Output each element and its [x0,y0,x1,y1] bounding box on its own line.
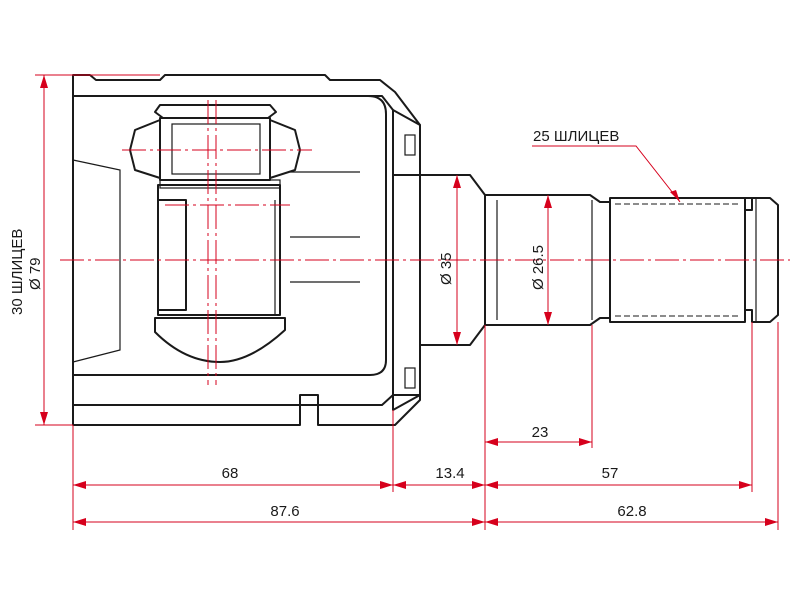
housing-slot-lower [404,367,416,389]
needle-bearing-upper [159,117,271,181]
spider-top-patch [159,179,281,189]
arrow-68-left [73,481,86,489]
housing-top-wall [72,74,421,176]
arrow-57-right [739,481,752,489]
arrow-62-8-right [765,518,778,526]
arrow-68-right [380,481,393,489]
roller-upper-right [269,119,301,179]
arrow-79-bottom [40,412,48,425]
arrow-26-5-top [544,195,552,208]
dimensions [35,74,779,530]
inner-cone [72,159,121,363]
label-dim-57: 57 [602,465,619,482]
roller-lower [154,317,286,363]
arrow-87-6-left [73,518,86,526]
bearing-cap [154,104,277,119]
label-dim-68: 68 [222,465,239,482]
arrow-79-top [40,75,48,88]
arrow-35-top [453,175,461,188]
arrow-57-left [485,481,498,489]
spider-left-plate [157,199,187,311]
arrow-87-6-right [472,518,485,526]
housing-bottom-wall [72,394,421,426]
roller-upper-left [129,119,161,179]
leader-25-splines [532,145,681,203]
label-shaft-diameter: Ø 26.5 [530,245,547,290]
label-dim-23: 23 [532,424,549,441]
arrow-62-8-left [485,518,498,526]
shaft-end [745,197,779,323]
label-outer-diameter: Ø 79 [27,257,44,290]
label-neck-diameter: Ø 35 [438,252,455,285]
centerlines [60,100,790,385]
arrow-23-left [485,438,498,446]
housing [72,74,421,426]
roller-assembly [129,104,301,363]
arrow-23-right [579,438,592,446]
housing-slot-upper [404,134,416,156]
arrow-26-5-bottom [544,312,552,325]
label-dim-13-4: 13.4 [435,465,464,482]
label-outer-splines: 30 ШЛИЦЕВ [9,229,26,315]
arrow-leader [670,190,680,202]
arrow-13-4-left [393,481,406,489]
labels: 30 ШЛИЦЕВ Ø 79 25 ШЛИЦЕВ Ø 35 Ø 26.5 23 … [9,128,647,520]
label-dim-87-6: 87.6 [270,503,299,520]
arrow-35-bottom [453,332,461,345]
arrow-13-4-right [472,481,485,489]
housing-cavity [73,95,387,376]
label-inner-splines: 25 ШЛИЦЕВ [533,128,619,145]
label-dim-62-8: 62.8 [617,503,646,520]
